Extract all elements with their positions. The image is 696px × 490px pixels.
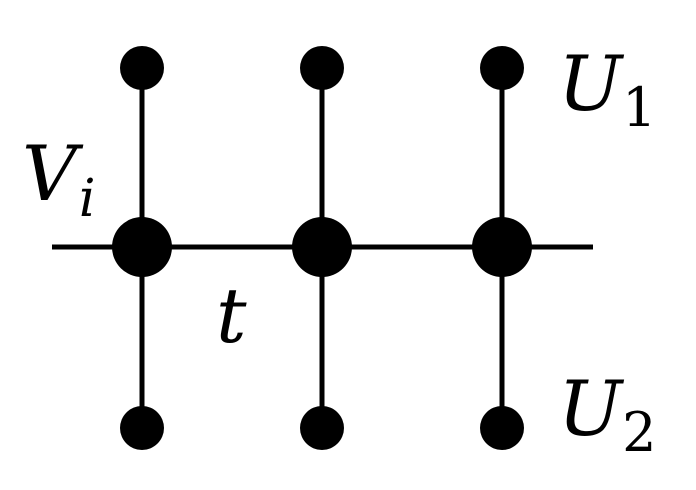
label-v: Vi <box>22 129 96 229</box>
top-node-1 <box>120 46 164 90</box>
bottom-node-3 <box>480 406 524 450</box>
label-v-base: V <box>22 129 84 218</box>
label-u2-base: U <box>558 364 625 453</box>
label-u1: U1 <box>558 39 656 139</box>
bottom-node-2 <box>300 406 344 450</box>
top-node-3 <box>480 46 524 90</box>
center-node-1 <box>112 217 172 277</box>
label-u2: U2 <box>558 364 656 464</box>
label-v-sub: i <box>79 169 96 229</box>
bottom-node-1 <box>120 406 164 450</box>
label-u2-sub: 2 <box>622 401 656 464</box>
center-node-2 <box>292 217 352 277</box>
label-u1-base: U <box>558 39 625 128</box>
label-u1-sub: 1 <box>622 76 656 139</box>
top-node-2 <box>300 46 344 90</box>
label-t: t <box>216 271 247 360</box>
center-node-3 <box>472 217 532 277</box>
